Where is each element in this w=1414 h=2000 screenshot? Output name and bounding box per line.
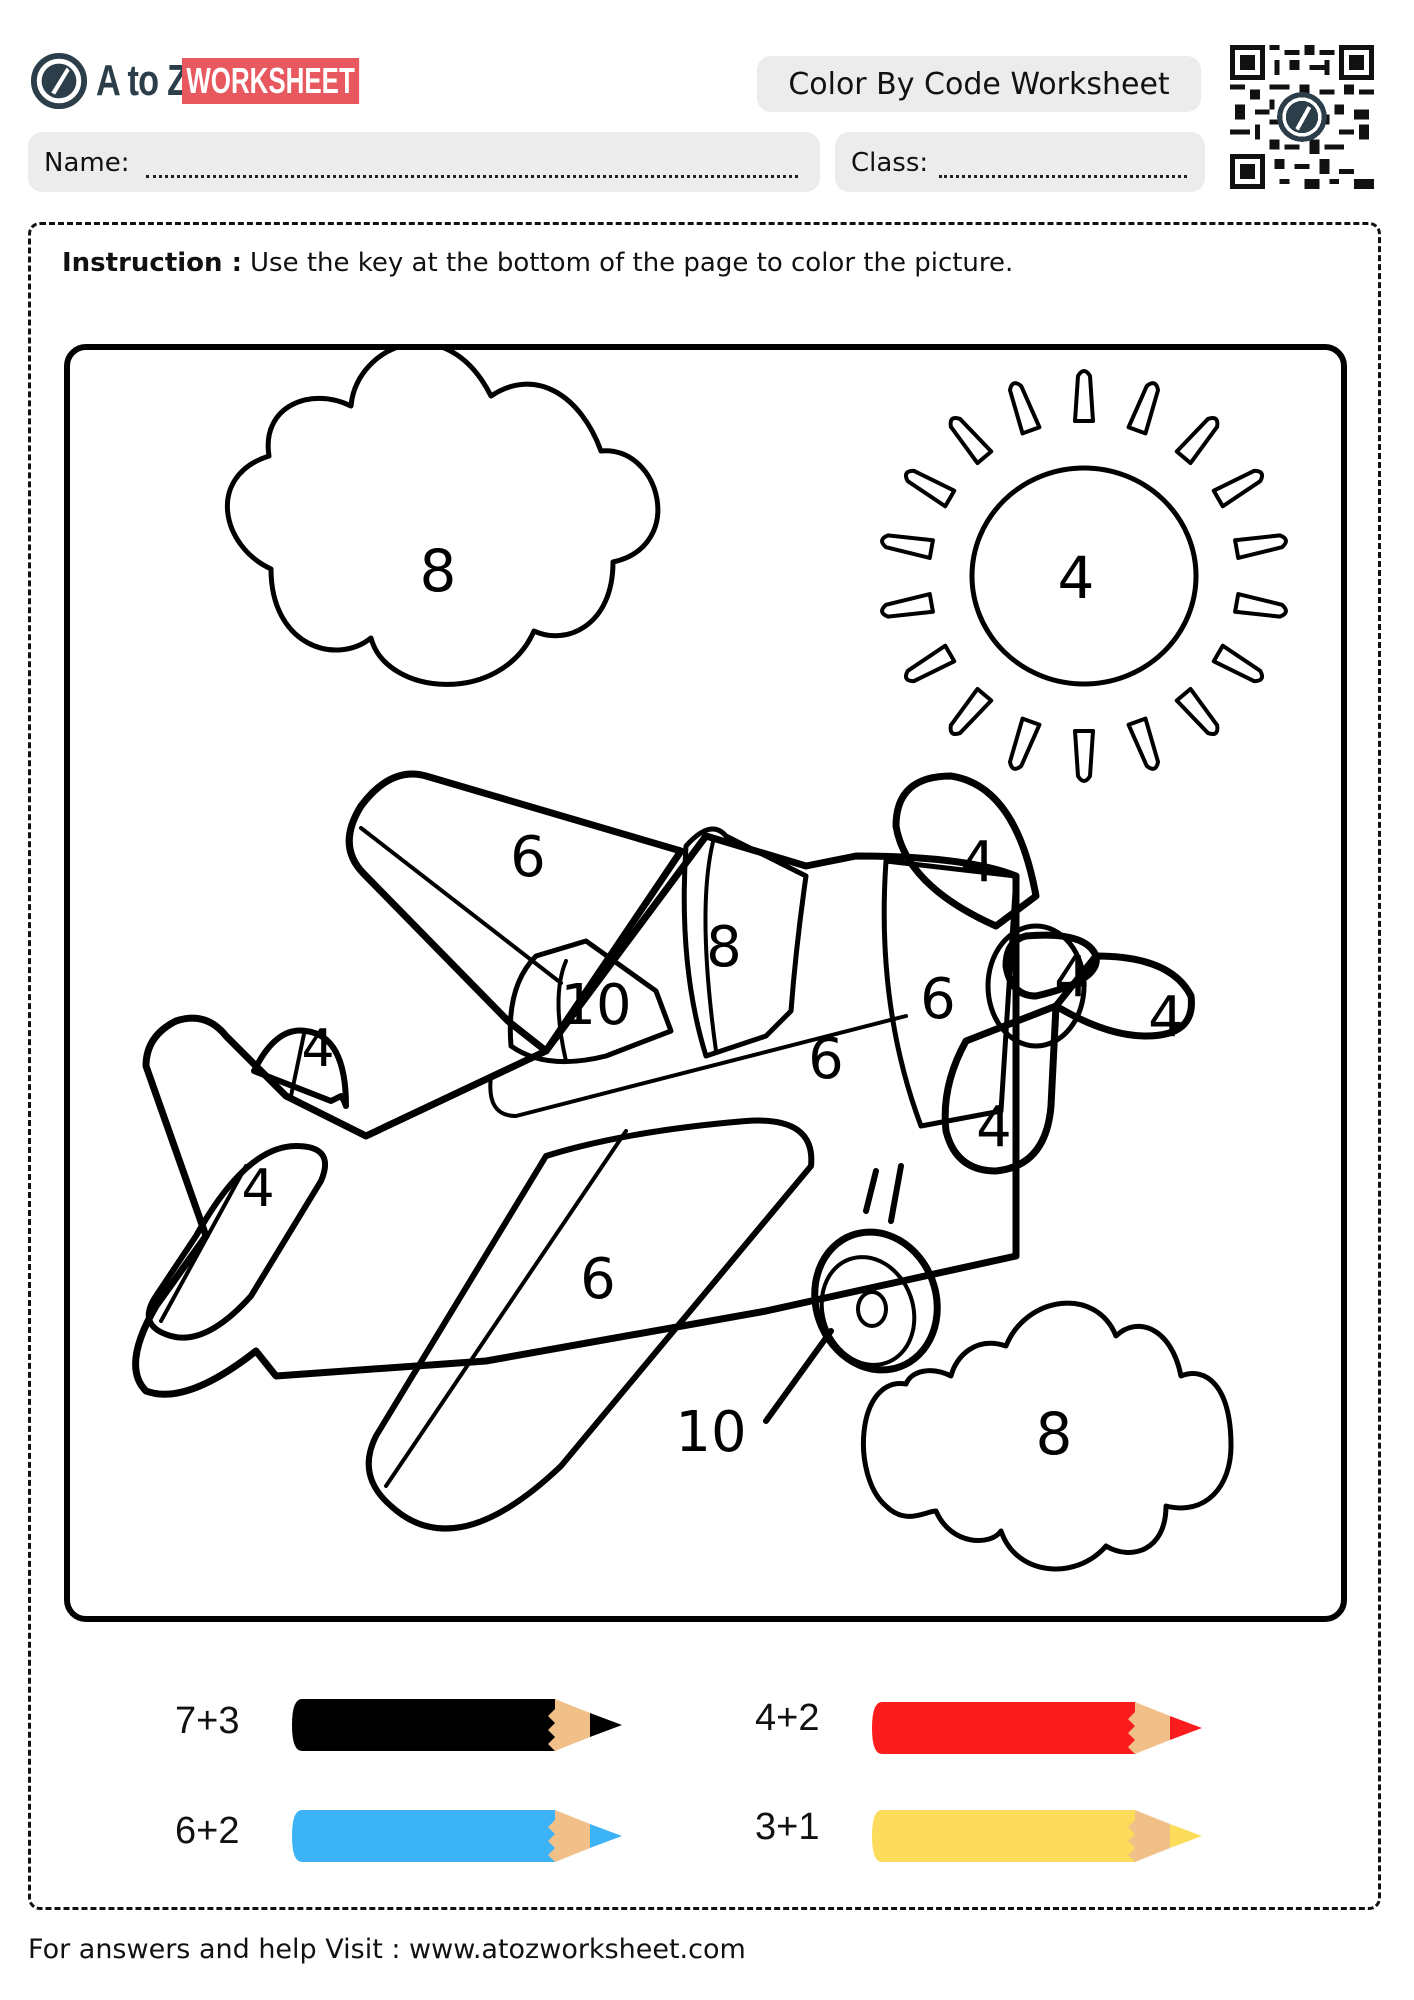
key-expression: 7+3 xyxy=(175,1700,240,1742)
wheel[interactable] xyxy=(796,1215,957,1388)
qr-code-icon xyxy=(1230,45,1374,189)
yellow-pencil-icon xyxy=(872,1810,1202,1862)
airplane-coloring-picture: 8 xyxy=(132,350,1288,1572)
code-label: 6 xyxy=(920,967,956,1032)
code-label: 4 xyxy=(1058,544,1095,612)
key-expression: 6+2 xyxy=(175,1810,240,1852)
class-field[interactable]: Class: xyxy=(835,132,1205,192)
cockpit-seat[interactable] xyxy=(507,938,674,1065)
code-label: 4 xyxy=(960,830,996,895)
propeller-bottom[interactable] xyxy=(941,1002,1060,1175)
brand-logo: A to Z WORKSHEET xyxy=(30,48,428,114)
key-expression: 4+2 xyxy=(755,1697,820,1739)
tail-fin[interactable] xyxy=(251,1027,349,1109)
code-label: 4 xyxy=(976,1095,1012,1160)
code-label: 8 xyxy=(1036,1400,1073,1468)
tail-wing[interactable] xyxy=(145,1143,328,1341)
code-label: 6 xyxy=(580,1247,616,1312)
code-label: 4 xyxy=(301,1019,334,1079)
name-input-line[interactable] xyxy=(146,175,798,178)
worksheet-body xyxy=(28,222,1381,1910)
lower-wing[interactable] xyxy=(365,1117,815,1532)
fuselage[interactable] xyxy=(132,832,1020,1398)
class-label: Class: xyxy=(851,148,929,178)
brand-text: A to Z xyxy=(96,56,188,105)
worksheet-title-text: Color By Code Worksheet xyxy=(788,66,1170,102)
key-expression: 3+1 xyxy=(755,1806,820,1848)
coloring-picture-frame: 8 xyxy=(64,344,1347,1622)
code-label: 4 xyxy=(241,1159,274,1219)
code-label: 4 xyxy=(1148,985,1184,1050)
name-field[interactable]: Name: xyxy=(28,132,820,192)
propeller-right[interactable] xyxy=(1052,952,1195,1040)
instruction-label: Instruction : xyxy=(62,248,242,278)
black-pencil-icon xyxy=(292,1699,622,1751)
nose[interactable] xyxy=(881,858,1019,1129)
propeller-hub-ring[interactable] xyxy=(985,923,1087,1049)
class-input-line[interactable] xyxy=(939,175,1187,178)
code-label: 10 xyxy=(560,973,631,1038)
instruction-text: Use the key at the bottom of the page to… xyxy=(250,248,1014,278)
pen-nib-logo-icon xyxy=(30,52,88,110)
name-label: Name: xyxy=(44,148,130,178)
instruction: Instruction : Use the key at the bottom o… xyxy=(62,248,1013,278)
upper-wing[interactable] xyxy=(345,770,685,1055)
code-label: 6 xyxy=(510,825,546,890)
red-pencil-icon xyxy=(872,1702,1202,1754)
cloud-bottom-right[interactable] xyxy=(861,1300,1234,1572)
key-item: 3+1 xyxy=(755,1806,819,1849)
propeller-top[interactable] xyxy=(892,772,1040,930)
propeller-hub[interactable] xyxy=(1002,931,1100,1000)
key-item: 6+2 xyxy=(175,1810,239,1853)
brand-badge: WORKSHEET xyxy=(182,58,360,104)
cloud-top-left[interactable] xyxy=(225,350,661,687)
key-item: 7+3 xyxy=(175,1700,239,1743)
code-label: 8 xyxy=(420,537,457,605)
code-label: 8 xyxy=(706,915,742,980)
footer-help-link[interactable]: For answers and help Visit : www.atozwor… xyxy=(28,1934,746,1965)
sun[interactable] xyxy=(969,465,1199,687)
sun-rays xyxy=(880,369,1288,783)
worksheet-title: Color By Code Worksheet xyxy=(757,56,1201,112)
code-label: 10 xyxy=(675,1400,746,1465)
windshield[interactable] xyxy=(681,826,809,1059)
key-item: 4+2 xyxy=(755,1697,819,1740)
blue-pencil-icon xyxy=(292,1810,622,1862)
